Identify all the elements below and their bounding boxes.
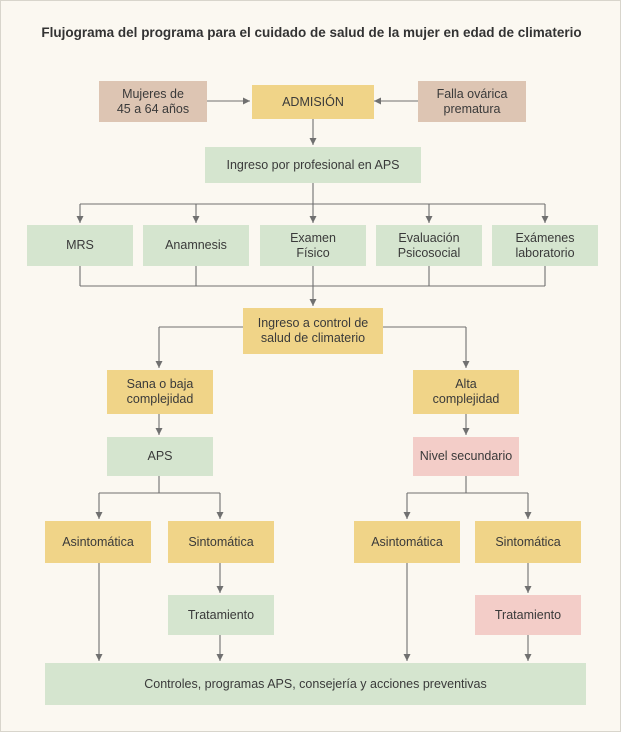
node-tratamiento-right: Tratamiento — [475, 595, 581, 635]
node-aps: APS — [107, 437, 213, 476]
node-tratamiento-left: Tratamiento — [168, 595, 274, 635]
node-asintomatica-right: Asintomática — [354, 521, 460, 563]
node-mujeres-45-64: Mujeres de 45 a 64 años — [99, 81, 207, 122]
node-examen-fisico: Examen Físico — [260, 225, 366, 266]
node-alta-complejidad: Alta complejidad — [413, 370, 519, 414]
node-sana-baja-complejidad: Sana o baja complejidad — [107, 370, 213, 414]
node-examenes-laboratorio: Exámenes laboratorio — [492, 225, 598, 266]
node-nivel-secundario: Nivel secundario — [413, 437, 519, 476]
node-asintomatica-left: Asintomática — [45, 521, 151, 563]
node-ingreso-aps: Ingreso por profesional en APS — [205, 147, 421, 183]
diagram-title: Flujograma del programa para el cuidado … — [41, 25, 582, 40]
node-sintomatica-right: Sintomática — [475, 521, 581, 563]
node-anamnesis: Anamnesis — [143, 225, 249, 266]
node-ingreso-control: Ingreso a control de salud de climaterio — [243, 308, 383, 354]
node-evaluacion-psicosocial: Evaluación Psicosocial — [376, 225, 482, 266]
node-falla-ovarica: Falla ovárica prematura — [418, 81, 526, 122]
node-admision: ADMISIÓN — [252, 85, 374, 119]
node-sintomatica-left: Sintomática — [168, 521, 274, 563]
node-mrs: MRS — [27, 225, 133, 266]
node-controles: Controles, programas APS, consejería y a… — [45, 663, 586, 705]
